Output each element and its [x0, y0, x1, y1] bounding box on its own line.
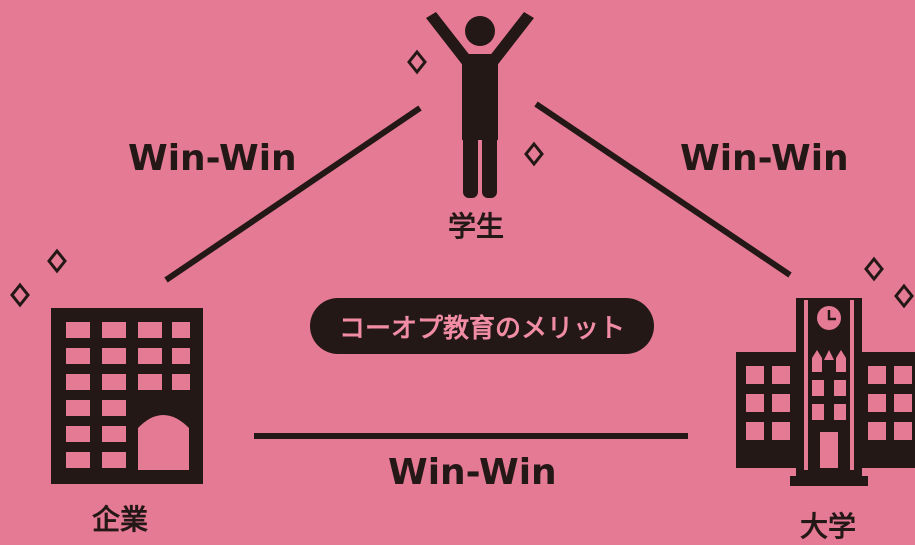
node-label-company: 企業: [92, 503, 149, 536]
edge-label-company-student: Win-Win: [128, 138, 297, 179]
node-label-university: 大学: [800, 510, 857, 543]
student-icon: [426, 12, 534, 198]
sparkle-icon: [10, 282, 30, 308]
edge-label-company-university: Win-Win: [388, 452, 557, 493]
diagram-artwork: [10, 12, 915, 486]
sparkle-icon: [524, 141, 544, 167]
node-label-student: 学生: [448, 210, 505, 243]
diagram-canvas: Win-Win Win-Win Win-Win 学生 企業 大学 コーオプ教育の…: [10, 12, 915, 543]
edge-student-university: [534, 101, 792, 278]
office-building-icon: [51, 308, 203, 484]
sparkle-icon: [407, 49, 427, 75]
sparkle-icon: [864, 256, 884, 282]
sparkle-icon: [47, 248, 67, 274]
edge-company-student: [164, 105, 422, 283]
center-badge: コーオプ教育のメリット: [310, 298, 654, 354]
edge-label-student-university: Win-Win: [680, 138, 849, 179]
sparkle-icon: [894, 283, 914, 309]
university-clock-tower-icon: [736, 298, 915, 486]
